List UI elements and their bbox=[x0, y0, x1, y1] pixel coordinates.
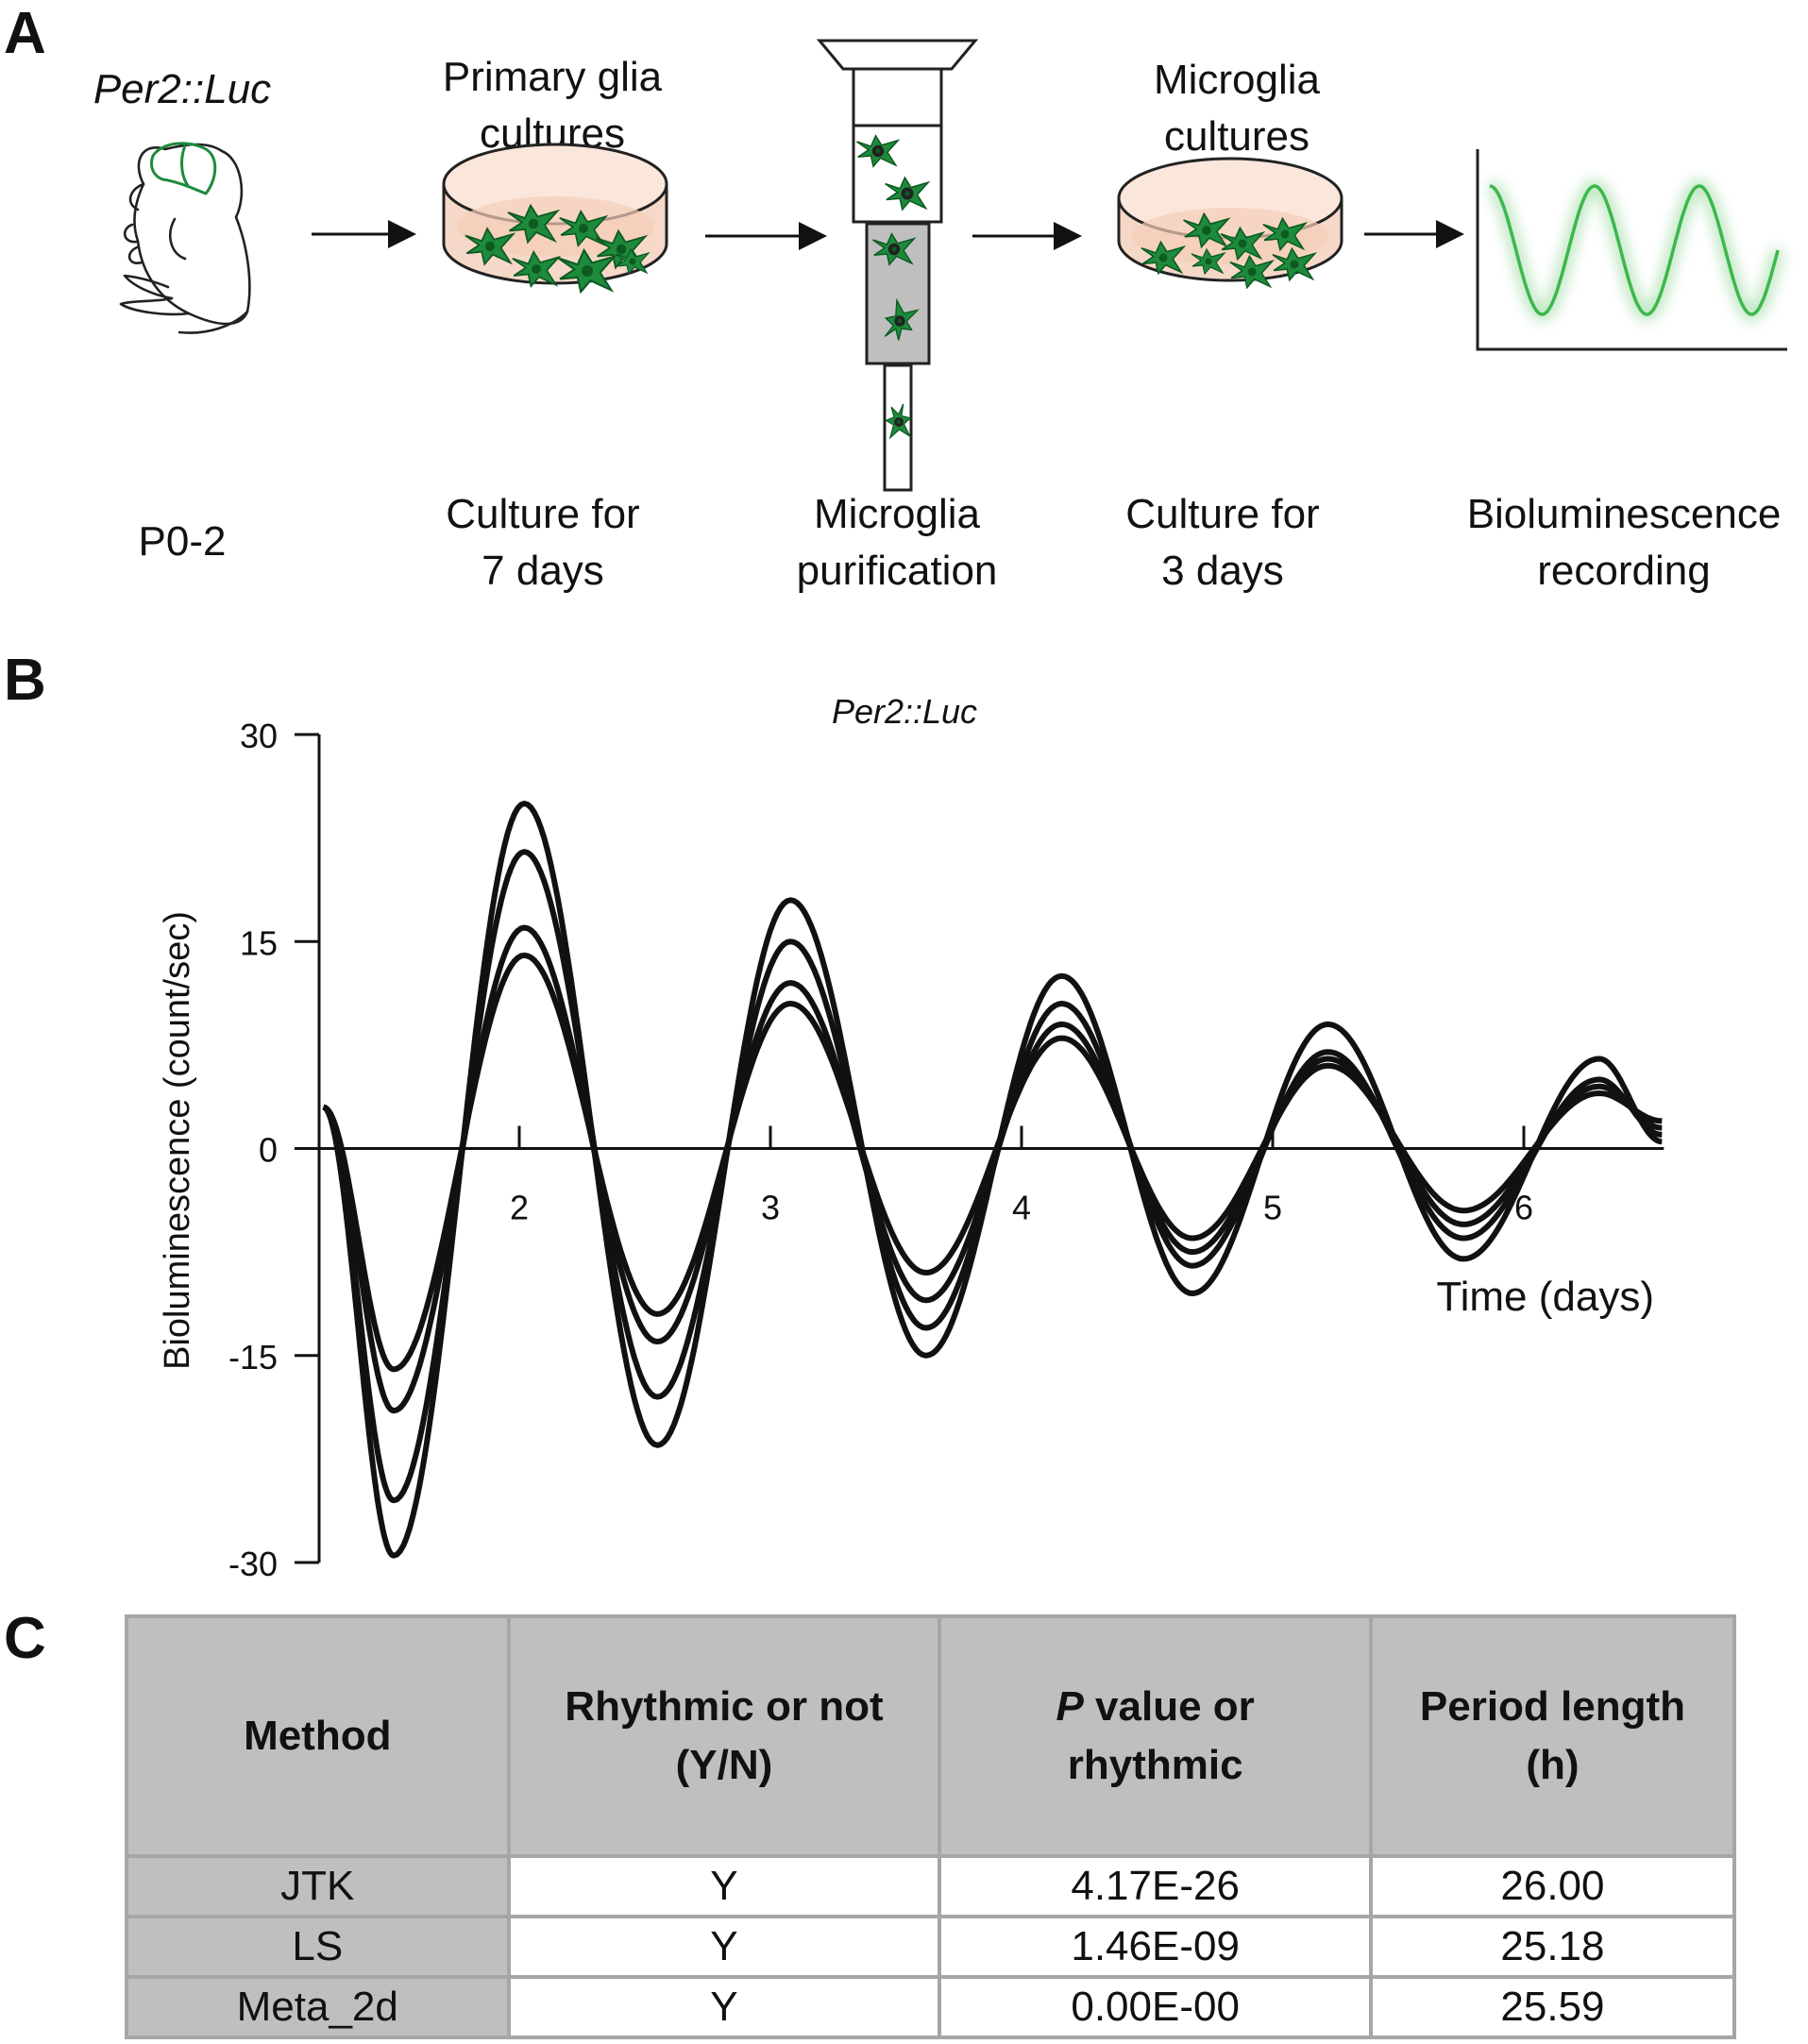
microglia-dish-icon bbox=[1117, 157, 1343, 289]
purification-column-icon bbox=[816, 39, 979, 492]
p-value-cell: 1.46E-09 bbox=[938, 1915, 1373, 1979]
method-cell: LS bbox=[125, 1915, 511, 1979]
primary-glia-dish-icon bbox=[442, 143, 668, 294]
series-line-2 bbox=[322, 849, 1664, 1504]
table-row: Meta_2d Y 0.00E-00 25.59 bbox=[125, 1975, 1737, 2039]
y-tick-label: -15 bbox=[228, 1338, 278, 1377]
method-cell: JTK bbox=[125, 1854, 511, 1918]
series-line-3 bbox=[322, 924, 1664, 1414]
x-axis-label: Time (days) bbox=[1436, 1274, 1654, 1320]
table-row: JTK Y 4.17E-26 26.00 bbox=[125, 1854, 1737, 1918]
table-row: LS Y 1.46E-09 25.18 bbox=[125, 1915, 1737, 1979]
header-rhythmic: Rhythmic or not(Y/N) bbox=[506, 1614, 942, 1858]
chart-title: Per2::Luc bbox=[832, 692, 977, 731]
series-line-4 bbox=[322, 952, 1664, 1373]
header-period-length: Period length(h) bbox=[1368, 1614, 1737, 1858]
y-tick-label: 15 bbox=[240, 923, 278, 962]
y-axis-label: Bioluminescence (count/sec) bbox=[158, 911, 197, 1370]
period-cell: 26.00 bbox=[1368, 1854, 1737, 1918]
header-method: Method bbox=[125, 1614, 511, 1858]
period-cell: 25.59 bbox=[1368, 1975, 1737, 2039]
p-value-cell: 0.00E-00 bbox=[938, 1975, 1373, 2039]
method-cell: Meta_2d bbox=[125, 1975, 511, 2039]
bioluminescence-mini-plot-icon bbox=[1476, 149, 1787, 351]
x-tick-label: 6 bbox=[1514, 1189, 1533, 1227]
rhythmic-cell: Y bbox=[506, 1854, 942, 1918]
flow-arrows bbox=[312, 220, 1464, 250]
mouse-pup-icon bbox=[119, 143, 251, 334]
rhythmic-cell: Y bbox=[506, 1915, 942, 1979]
y-tick-label: -30 bbox=[228, 1545, 278, 1583]
period-cell: 25.18 bbox=[1368, 1915, 1737, 1979]
x-tick-label: 5 bbox=[1263, 1189, 1282, 1227]
mouse-age-label: P0-2 bbox=[138, 518, 227, 565]
rhythmic-cell: Y bbox=[506, 1975, 942, 2039]
mouse-genotype-label: Per2::Luc bbox=[93, 66, 272, 112]
y-tick-label: 30 bbox=[240, 717, 278, 755]
panel-c-label: C bbox=[4, 1606, 46, 1671]
p-value-cell: 4.17E-26 bbox=[938, 1854, 1373, 1918]
x-tick-label: 3 bbox=[761, 1189, 780, 1227]
brain-icon bbox=[149, 142, 217, 195]
workflow-diagram bbox=[119, 39, 1787, 492]
panel-b-label: B bbox=[4, 648, 46, 713]
x-tick-label: 4 bbox=[1012, 1189, 1031, 1227]
y-tick-label: 0 bbox=[259, 1131, 278, 1170]
x-tick-label: 2 bbox=[510, 1189, 529, 1227]
panel-a-label: A bbox=[4, 1, 46, 66]
